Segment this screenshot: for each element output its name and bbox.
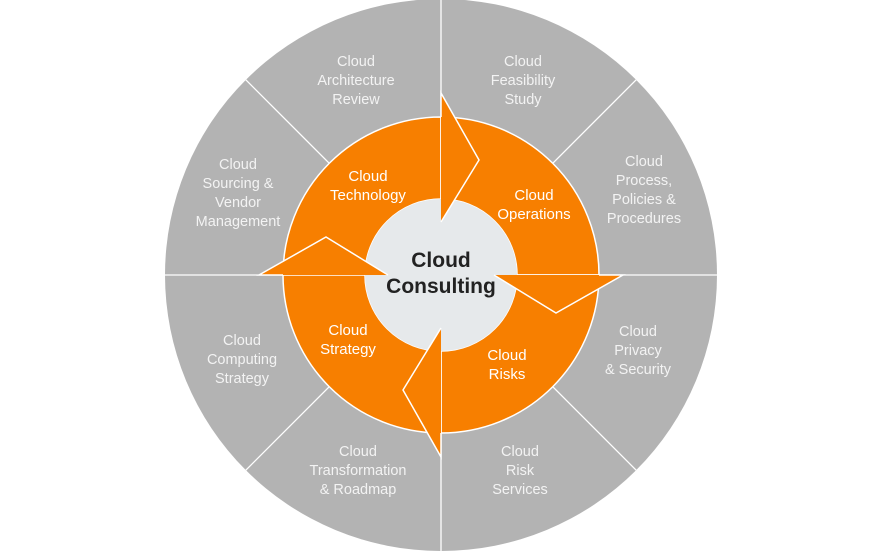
arrow-sectors [282,116,600,434]
center-circle [365,199,517,351]
divider-line [552,386,637,471]
divider-line [245,386,330,471]
arrow-heads [256,90,626,460]
arrowhead [440,90,480,223]
arrowhead [256,236,389,276]
divider-line [552,79,637,164]
arrowhead [402,327,442,460]
divider-line [245,79,330,164]
ring-dividers [165,0,717,551]
arrowhead [493,274,626,314]
